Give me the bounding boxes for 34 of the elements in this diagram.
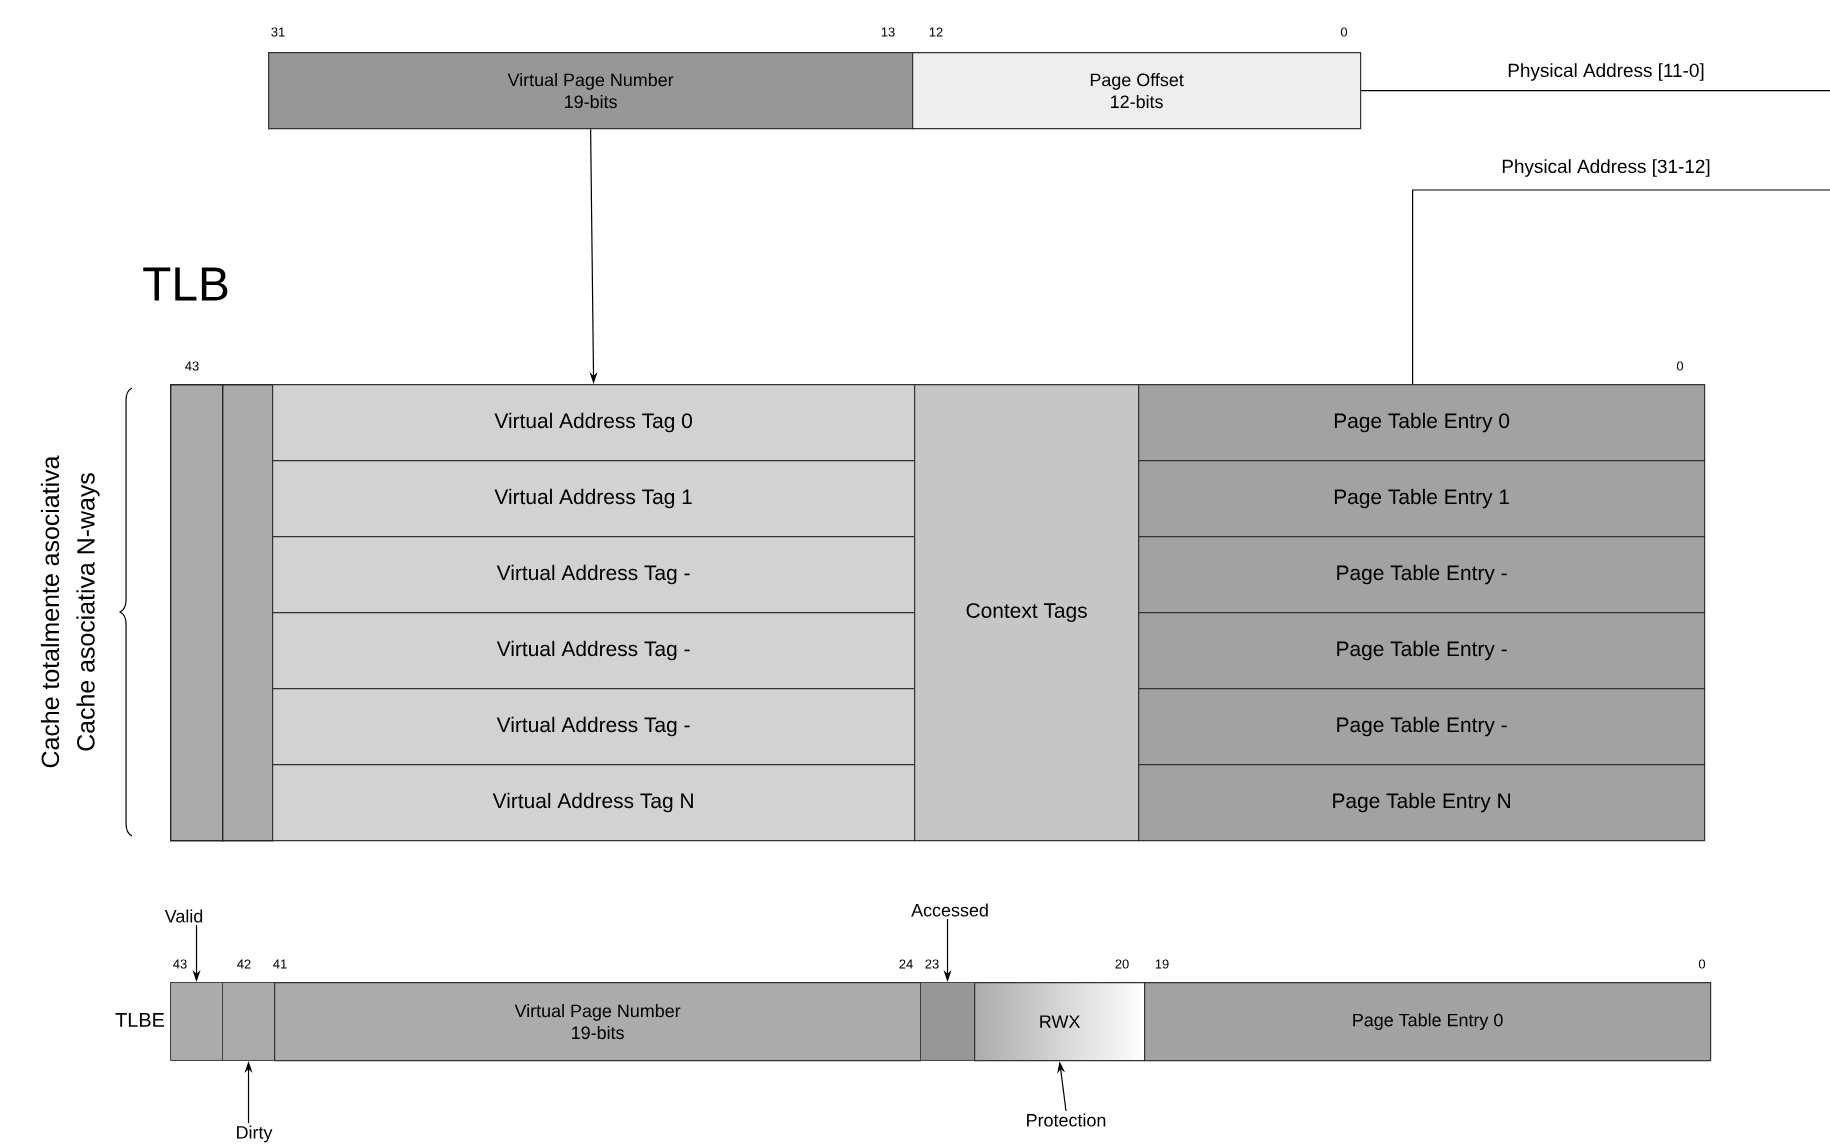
bit-cell [920,982,975,1061]
brace-label: Cache totalmente asociativa [40,455,60,768]
connector-line [1412,189,1830,385]
entry-cell: Page Table Entry 0 [1144,982,1712,1062]
entry-cell: Page Table Entry 0 [1138,384,1706,462]
connector-line [1360,90,1830,92]
heading: TLB [143,267,228,301]
annotation-text: Protection [1027,1113,1106,1127]
edge-label: Physical Address [11-0] [1505,61,1707,83]
column-bar [222,384,274,842]
field-cell: Page Offset 12-bits [912,52,1362,130]
row-label: TLBE [115,1013,165,1027]
tag-cell: Virtual Address Tag - [272,612,916,690]
edge-label: Physical Address [31-12] [1499,157,1713,179]
tag-cell: Virtual Address Tag - [272,536,916,614]
tag-cell: Virtual Address Tag N [272,764,916,842]
annotation-text: Accessed [911,903,988,917]
field-cell: Virtual Page Number 19-bits [268,52,914,130]
tag-cell: Virtual Address Tag 1 [272,460,916,538]
column-bar [170,384,224,842]
context-column: Context Tags [914,384,1140,842]
entry-cell: Page Table Entry 1 [1138,460,1706,538]
entry-cell: Page Table Entry N [1138,764,1706,842]
annotation-text: Valid [164,909,203,923]
tag-cell: Virtual Address Tag 0 [272,384,916,462]
tag-cell: Virtual Address Tag - [272,688,916,766]
brace-label: Cache asociativa N-ways [76,473,100,751]
bit-cell [170,982,223,1061]
entry-cell: Page Table Entry - [1138,536,1706,614]
annotation-text: Dirty [237,1125,273,1143]
entry-cell: Page Table Entry - [1138,688,1706,766]
entry-cell: Page Table Entry - [1138,612,1706,690]
bit-cell [222,982,275,1061]
field-cell: RWX [974,982,1146,1062]
